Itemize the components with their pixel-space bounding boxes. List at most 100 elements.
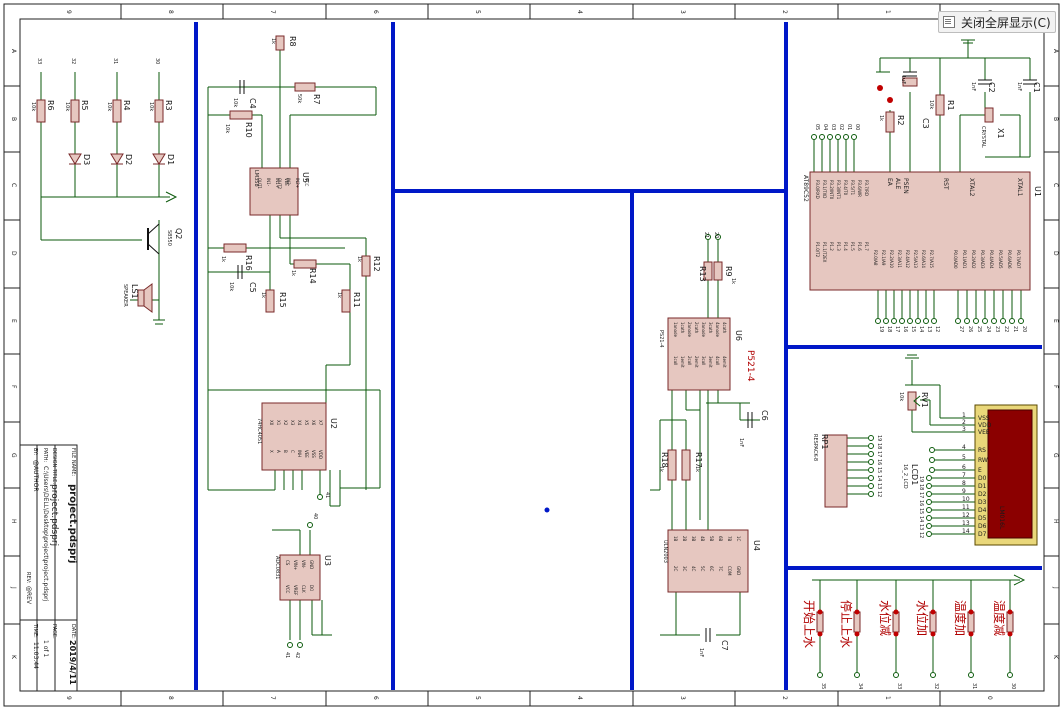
u1-port1-pin-label: P1.7 [864, 242, 869, 251]
u1-bottom-pin-label: 13 [926, 326, 932, 332]
border-row-label: F [10, 385, 17, 389]
chip-U4 [667, 529, 749, 593]
c4-ref: C4 [248, 98, 257, 109]
border-row-label: J [10, 586, 17, 589]
rp-pin-label: 17 [876, 451, 882, 457]
exit-fullscreen-button[interactable]: 关闭全屏显示(C) [938, 11, 1056, 33]
r9-ref: R9 [724, 266, 733, 277]
u1-port2-pin-label: P2.4/A12 [905, 250, 910, 268]
u3-pin-label: GND [309, 560, 314, 569]
border-row-label: K [1052, 655, 1059, 660]
resistor-R13 [703, 261, 713, 281]
u1-port0-pin-label: P0.4/AD4 [989, 250, 994, 269]
r11-ref: R11 [352, 292, 361, 308]
resistor-R10 [229, 110, 253, 120]
transistor-Q2 [147, 223, 160, 255]
r5-value: 10k [64, 102, 70, 111]
c7-value: 1nF [698, 648, 704, 657]
file-name-label: FILE NAME: [70, 448, 76, 477]
r6-value: 10k [30, 102, 36, 111]
u3-pin-label: CS [285, 560, 290, 566]
u1-port3-pin-label: P3.3/INT1 [836, 180, 841, 200]
u3-pin-label: CLK [301, 585, 306, 593]
inner-frame [19, 18, 1045, 692]
lcd-pin-label: RW [978, 457, 988, 464]
lcd-pin-label: D6 [978, 523, 987, 530]
rp1-part: RESPACK-8 [812, 434, 818, 461]
lcd-pin-number: 11 [962, 504, 970, 511]
border-column-label: 4 [576, 10, 583, 14]
border-row-label: G [1052, 453, 1059, 458]
u1-bottom-pin-label: 12 [934, 326, 940, 332]
r2-value: 1k [878, 115, 884, 121]
led-D1 [152, 153, 166, 165]
u6-pin-label: 4coll [715, 356, 720, 365]
lcd-pin-number: 4 [962, 444, 966, 451]
c7-ref: C7 [720, 640, 729, 651]
u4-ref: U4 [752, 540, 761, 551]
u1-port2-pin-label: P2.0/A8 [873, 250, 878, 266]
u1-ea-label: EA [886, 178, 893, 187]
u6-pin-label: 3cath [708, 322, 713, 334]
u6-part: PS21-4 [658, 330, 664, 348]
u6-pin-label: 1coll [673, 356, 678, 365]
u1-port2-pin-label: P2.1/A9 [881, 250, 886, 266]
c3-value: 1uF [900, 75, 906, 84]
u4-pin-label: 6B [718, 536, 723, 542]
chip-U1 [809, 171, 1031, 291]
page: 1 of 1 [42, 640, 49, 657]
u1-port0-pin-label: P0.3/AD3 [980, 250, 985, 269]
driver-section [544, 234, 760, 642]
button-label: 温度减 [992, 600, 1007, 636]
date: 2019/4/11 [68, 640, 77, 685]
exit-fullscreen-label: 关闭全屏显示(C) [961, 15, 1051, 30]
u5-part: LM358 [253, 170, 259, 187]
r12-ref: R12 [372, 256, 381, 272]
border-column-label: 9 [65, 696, 72, 700]
button-pin-label: 34 [857, 683, 863, 689]
u1-bottom-pin-label: 17 [894, 326, 900, 332]
resistor-R16 [223, 243, 247, 253]
resistor-R12 [361, 255, 371, 277]
d2-ref: D2 [124, 154, 133, 165]
u1-bottom-pin-label: 18 [886, 326, 892, 332]
r3-ref: R3 [164, 100, 173, 111]
u5-pin-label: VCC [304, 178, 309, 187]
border-column-label: 1 [884, 10, 891, 14]
q2-part: S8550 [166, 230, 172, 246]
lcd-pin-label: D7 [978, 531, 987, 538]
u1-port3-pin-label: P3.4/T0 [843, 180, 848, 196]
u2-pin-41: 41 [324, 492, 330, 498]
u1-bottom-pin-label: 20 [1021, 326, 1027, 332]
section-dividers [194, 22, 1042, 690]
button-label: 开始上水 [802, 600, 816, 648]
u5-pin-label: IN2+ [295, 178, 300, 188]
border-row-label: C [10, 183, 17, 187]
r3-value: 10k [148, 102, 154, 111]
u2-pin-label: X6 [311, 420, 316, 426]
resistor-R3 [154, 99, 164, 123]
r8-ref: R8 [288, 36, 297, 47]
u3-pin-40: 40 [312, 513, 318, 519]
u1-xtal2-label: XTAL2 [968, 178, 975, 197]
r18-value: 1k [658, 466, 664, 472]
led-D3 [68, 153, 82, 165]
led-pin-r6: 33 [36, 58, 42, 64]
d3-ref: D3 [82, 154, 91, 165]
u1-port0-pin-label: P0.0/AD0 [953, 250, 958, 269]
border-row-label: H [1052, 519, 1059, 524]
u1-ale-label: ALE [894, 178, 901, 189]
r16-value: 1k [220, 256, 226, 262]
lcd-data-net-label: 15 [918, 508, 924, 514]
resistor-R15 [265, 289, 275, 313]
r7-ref: R7 [312, 94, 321, 105]
lcd-pin-label: VEE [978, 429, 990, 436]
u2-pin-label: X2 [283, 420, 288, 426]
u2-pin-label: VSS [311, 450, 316, 458]
u1-bottom-pin-label: 19 [878, 326, 884, 332]
capacitor-C4 [239, 80, 245, 94]
u1-port2-pin-label: P2.2/A10 [889, 250, 894, 268]
lcd-pin-number: 2 [962, 419, 966, 426]
